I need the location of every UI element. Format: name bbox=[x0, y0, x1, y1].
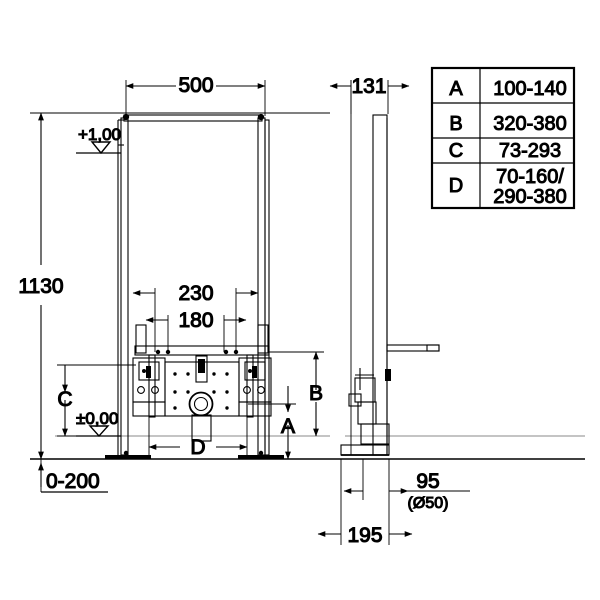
plate-hole bbox=[173, 406, 177, 410]
bracket-left-hole bbox=[142, 369, 146, 373]
dim-label-95: 95 bbox=[416, 470, 439, 493]
bracket-right-slot bbox=[244, 361, 266, 381]
plate-hole bbox=[225, 372, 229, 376]
bracket-left-bolt-a bbox=[137, 386, 145, 394]
side-frame-body bbox=[372, 114, 388, 456]
dim-label-0-200: 0-200 bbox=[46, 470, 100, 493]
dim-label-195: 195 bbox=[347, 524, 382, 547]
plate-hole bbox=[186, 390, 190, 394]
plate-hole bbox=[173, 372, 177, 376]
table-range-C: 73-293 bbox=[499, 140, 561, 162]
dim-label-131: 131 bbox=[351, 75, 386, 98]
bracket-right-bolt-b bbox=[257, 386, 265, 394]
outlet-circle bbox=[188, 391, 214, 417]
frame-right-upright bbox=[257, 117, 266, 456]
level-lower-label: ±0,00 bbox=[76, 409, 118, 428]
outlet-inner-circle bbox=[193, 396, 209, 412]
dim-label-C: C bbox=[57, 388, 72, 411]
stem-right bbox=[246, 354, 254, 418]
level-upper-label: +1,00 bbox=[78, 125, 121, 144]
valve-stem-core bbox=[198, 359, 205, 373]
dim-label-180: 180 bbox=[178, 309, 213, 332]
frame-left-upright bbox=[120, 117, 129, 456]
foot-plate-right bbox=[238, 455, 284, 459]
drop-pipe bbox=[191, 414, 212, 442]
plate-hole bbox=[173, 390, 177, 394]
bracket-right-hole bbox=[248, 369, 252, 373]
table-range-D-line1: 70-160/ bbox=[496, 166, 564, 188]
variables-table: A 100-140 B 320-380 C 73-293 D 70-160/ 2… bbox=[430, 66, 576, 210]
dim-label-B: B bbox=[309, 382, 323, 405]
side-base-plate bbox=[340, 444, 390, 456]
foot-node-left bbox=[123, 450, 129, 456]
dim-label-230: 230 bbox=[178, 282, 213, 305]
level-upper-triangle bbox=[90, 141, 112, 155]
side-bracket-lower bbox=[360, 423, 390, 445]
stem-left bbox=[148, 354, 156, 418]
dim-label-1130: 1130 bbox=[18, 275, 63, 298]
side-bracket-small-box bbox=[348, 393, 362, 407]
table-symbol-C: C bbox=[449, 140, 463, 162]
foot-node-right bbox=[258, 450, 264, 456]
plate-hole bbox=[225, 390, 229, 394]
table-symbol-D: D bbox=[449, 175, 463, 197]
dim-label-A: A bbox=[281, 415, 295, 438]
frame-top-rail bbox=[123, 114, 263, 122]
bracket-right-upper bbox=[257, 324, 269, 354]
side-fitting-block bbox=[385, 369, 391, 381]
side-bracket-upper bbox=[354, 377, 376, 403]
foot-plate-left bbox=[105, 455, 151, 459]
table-range-A: 100-140 bbox=[493, 78, 566, 100]
rail-bolt bbox=[223, 349, 229, 355]
plate-hole bbox=[225, 406, 229, 410]
rail-bolt bbox=[155, 349, 161, 355]
frame-right-outer-strip bbox=[264, 119, 270, 456]
dim-label-500: 500 bbox=[178, 74, 213, 97]
dim-label-95-note: (Ø50) bbox=[408, 495, 449, 512]
table-range-B: 320-380 bbox=[493, 113, 566, 135]
side-pipe-end bbox=[426, 344, 440, 352]
frame-corner-node-right bbox=[257, 113, 265, 121]
plate-hole bbox=[186, 372, 190, 376]
bracket-left-upper bbox=[135, 324, 147, 354]
level-lower-triangle bbox=[88, 425, 110, 438]
table-symbol-B: B bbox=[449, 113, 462, 135]
bracket-right-pin bbox=[252, 366, 257, 378]
fixture-support-rail bbox=[134, 345, 270, 356]
valve-stem bbox=[195, 355, 208, 383]
plate-hole bbox=[212, 390, 216, 394]
table-range-D-line2: 290-380 bbox=[493, 186, 566, 208]
dim-label-D: D bbox=[190, 436, 205, 459]
table-symbol-A: A bbox=[449, 78, 463, 100]
side-connection-pipe bbox=[386, 344, 440, 352]
plate-hole bbox=[212, 372, 216, 376]
